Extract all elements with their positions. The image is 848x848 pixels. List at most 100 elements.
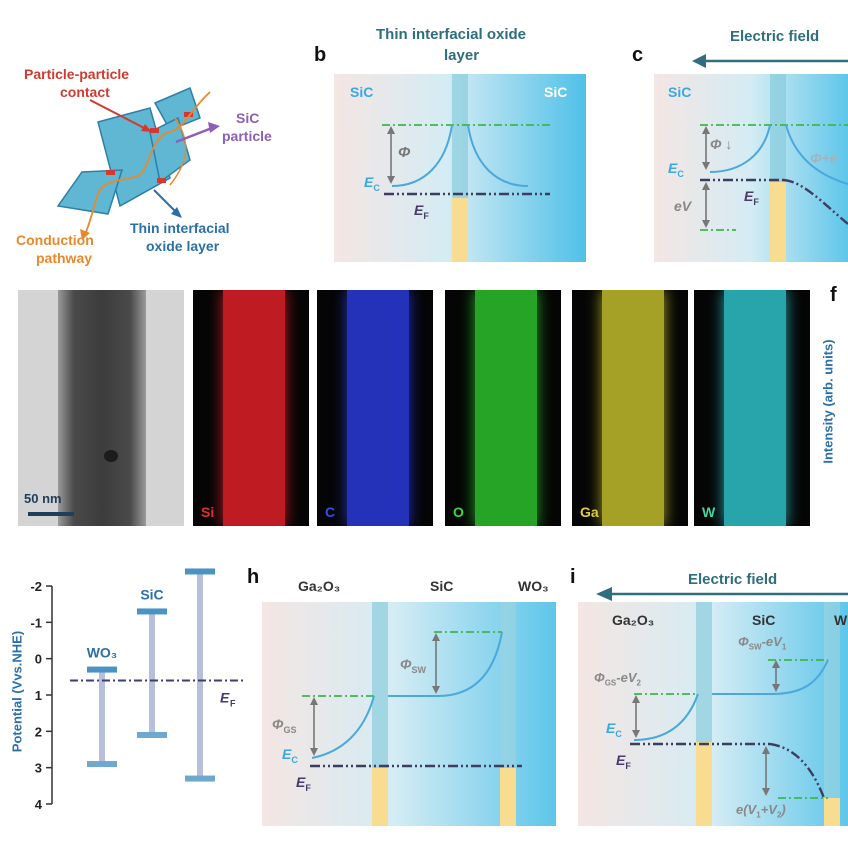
contact-point	[184, 112, 193, 117]
ev-sum-plus: +V	[760, 802, 777, 817]
band-gap-bar	[149, 611, 155, 735]
ev-sum-arrowhead-down	[762, 788, 770, 796]
oxide-arrowhead	[171, 207, 182, 218]
phi-gs-letter: Φ	[272, 716, 284, 732]
panel-b-letter: b	[314, 44, 327, 66]
phi-sw-label: ΦSW	[400, 656, 426, 675]
phi-gs-tail-sub: 2	[636, 678, 641, 688]
phi-arrowhead-down	[702, 162, 710, 170]
panel-g-chart: -2-101234WO₃SiCGa₂O₃EF Potential (Vvs.NH…	[0, 560, 270, 848]
panel-f-ylabel: Intensity (arb. units)	[820, 339, 836, 464]
material-label: SiC	[140, 586, 163, 602]
sic-particle-shape	[153, 86, 201, 131]
ev-arrowhead-down	[702, 220, 710, 228]
right-material-label: W	[834, 612, 848, 628]
fermi-gap-bar	[770, 182, 786, 262]
scale-bar	[28, 512, 74, 516]
tem-dark-spot	[104, 450, 118, 462]
phi-sw-arrowhead-up	[432, 633, 440, 641]
pathway-arrowhead	[80, 229, 90, 240]
left-material-label: SiC	[668, 84, 692, 100]
phi-sw-subscript: SW	[411, 664, 427, 675]
y-tick-label: 2	[35, 724, 42, 739]
ef-subscript: F	[753, 196, 759, 207]
contact-label-line1: Particle-particle	[24, 66, 130, 82]
y-tick-label: 1	[35, 688, 42, 703]
y-tick-label: -1	[30, 615, 42, 630]
ec-label: EC	[282, 746, 298, 765]
phi-gs-arrowhead-down	[310, 748, 318, 756]
phi-sw-label: ΦSW-eV1	[738, 634, 786, 652]
ef-label: EF	[296, 774, 311, 793]
y-tick-label: 0	[35, 652, 42, 667]
phi-gs-label: ΦGS	[272, 716, 297, 735]
panel-h-band-diagram: Ga₂O₃ SiC WO₃ ΦSW ΦGS EC EF	[262, 572, 556, 826]
ef-letter: E	[296, 774, 306, 790]
phi-gs-arrowhead-up	[632, 695, 640, 703]
phi-sw-letter: Φ	[738, 634, 749, 649]
ev-sum-sub1: 1	[756, 810, 761, 820]
sic-arrow	[175, 126, 213, 144]
eds-map-label: W	[702, 504, 716, 520]
fermi-gap-bar	[452, 198, 468, 262]
phi-gs-tail: -eV	[616, 670, 637, 685]
ef-label: EF	[414, 202, 429, 221]
panel-c-field-label: Electric field	[730, 28, 820, 45]
eds-map-ga: Ga	[572, 290, 688, 526]
fermi-level-bent	[769, 742, 826, 799]
panel-c-letter: c	[632, 44, 644, 66]
ec-subscript: C	[291, 754, 298, 765]
phi-arrowhead-down	[387, 176, 395, 184]
potential-chart-svg: -2-101234WO₃SiCGa₂O₃EF	[30, 560, 246, 812]
sic-particle-shape	[56, 169, 124, 215]
ev-arrowhead-up	[702, 182, 710, 190]
contact-point	[157, 178, 166, 183]
ef-label: EF	[616, 752, 631, 771]
eds-map-o: O	[445, 290, 561, 526]
ev-sum-sub2: 2	[776, 810, 782, 820]
conduction-band-curve	[633, 693, 699, 741]
contact-point	[150, 128, 159, 133]
ec-subscript: C	[677, 168, 684, 179]
conduction-band-curve	[311, 695, 375, 759]
cb-edge-cap	[87, 666, 117, 673]
phi-gs-letter: Φ	[594, 670, 605, 685]
ec-letter: E	[282, 746, 292, 762]
ec-letter: E	[668, 160, 678, 176]
panel-a: Particle-particle contact SiC particle C…	[0, 0, 300, 280]
tem-image: 50 nm	[18, 290, 184, 526]
band-gap-bar	[99, 669, 105, 765]
eds-map-label: Si	[201, 504, 215, 520]
conduction-band-curve	[391, 124, 453, 187]
contact-point	[106, 170, 115, 175]
ef-letter: E	[744, 188, 754, 204]
phi-gs-arrowhead-up	[310, 697, 318, 705]
conduction-pathway-line	[169, 117, 187, 186]
phi-sw-arrowhead-down	[772, 684, 780, 692]
ef-label: EF	[744, 188, 759, 207]
fermi-gap-bar	[824, 798, 840, 826]
mid-material-label: SiC	[752, 612, 776, 628]
panel-i-field-label: Electric field	[688, 571, 778, 588]
sic-particle-label-line1: SiC	[236, 110, 260, 126]
cb-edge-cap	[185, 568, 215, 575]
field-arrowhead	[596, 587, 612, 601]
sic-particle-shape	[149, 116, 191, 184]
eds-signal-band	[223, 290, 285, 526]
mid-material-label: SiC	[430, 578, 454, 594]
ec-label: EC	[668, 160, 684, 179]
left-material-label: Ga₂O₃	[298, 578, 341, 594]
left-material-label: Ga₂O₃	[612, 612, 655, 628]
oxide-label-line2: oxide layer	[146, 238, 220, 254]
eds-signal-band	[475, 290, 537, 526]
material-label: Ga₂O₃	[179, 560, 221, 562]
panel-b-band-diagram: SiC SiC Φ EC EF	[334, 74, 586, 262]
sic-arrowhead	[208, 122, 220, 133]
vb-edge-cap	[137, 731, 167, 738]
phi-arrowhead-up	[387, 126, 395, 134]
ev-sum-close: )	[781, 802, 786, 817]
ev-label: eV	[674, 198, 692, 214]
electric-field-arrow-c	[690, 28, 848, 68]
ec-subscript: C	[373, 182, 380, 193]
ev-sum-part: e(V	[736, 802, 757, 817]
